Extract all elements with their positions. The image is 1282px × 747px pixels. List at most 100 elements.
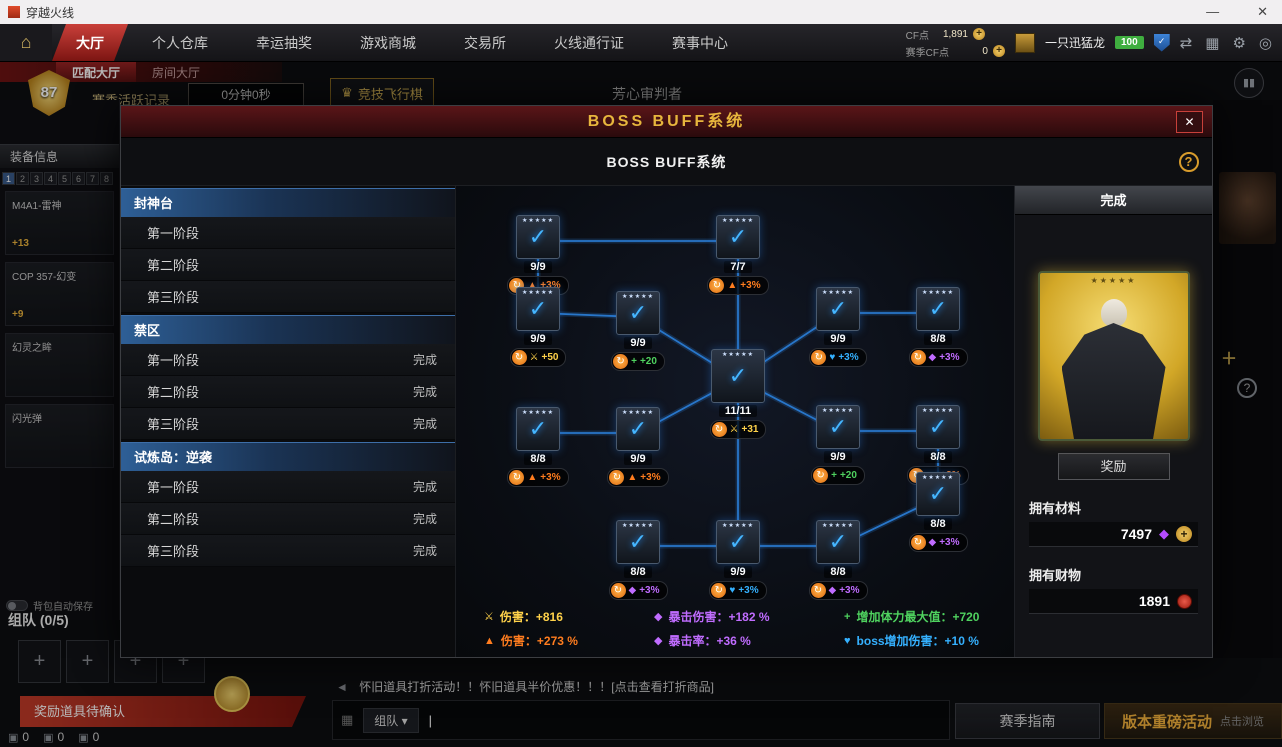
node-stars-icon: ★★★★★ (622, 410, 654, 416)
skill-node[interactable]: ★★★★★✓8/8↻◆+3% (906, 472, 970, 552)
modal-body: 封神台第一阶段第二阶段第三阶段禁区第一阶段完成第二阶段完成第三阶段完成试炼岛：逆… (121, 186, 1212, 657)
add-materials-button[interactable]: + (1176, 526, 1192, 542)
refresh-icon[interactable]: ↻ (711, 583, 727, 598)
nav-item[interactable]: 大厅 (52, 24, 128, 61)
nav-item[interactable]: 交易所 (464, 34, 506, 51)
skill-node[interactable]: ★★★★★✓8/8↻◆+3% (906, 287, 970, 367)
node-progress: 9/9 (524, 261, 552, 273)
refresh-icon[interactable]: ↻ (709, 278, 725, 293)
nav-item[interactable]: 幸运抽奖 (256, 34, 312, 51)
refresh-icon[interactable]: ↻ (813, 468, 829, 483)
pending-reward-banner[interactable]: 奖励道具待确认 (20, 696, 306, 727)
stage-row[interactable]: 第三阶段完成 (121, 408, 455, 440)
nav-item[interactable]: 游戏商城 (360, 34, 416, 51)
skill-node[interactable]: ★★★★★✓9/9↻++20 (606, 291, 670, 371)
skill-node[interactable]: ★★★★★✓11/11↻⚔+31 (706, 349, 770, 439)
refresh-icon[interactable]: ↻ (810, 583, 826, 598)
bag-autosave-label: 背包自动保存 (33, 602, 93, 613)
nav-item[interactable]: 个人仓库 (152, 34, 208, 51)
chat-channel-label: 组队 (374, 713, 399, 728)
skill-node[interactable]: ★★★★★✓7/7↻▲+3% (706, 215, 770, 295)
equipment-tab[interactable]: 2 (16, 172, 29, 185)
chat-grid-icon[interactable]: ▦ (341, 712, 354, 727)
node-stars-icon: ★★★★★ (722, 352, 754, 358)
refresh-icon[interactable]: ↻ (613, 354, 629, 369)
boss-card[interactable]: ★★★★★ (1037, 271, 1190, 441)
chat-channel-select[interactable]: 组队 ▾ (363, 707, 419, 733)
refresh-icon[interactable]: ↻ (609, 470, 625, 485)
refresh-icon[interactable]: ↻ (509, 470, 525, 485)
switch-account-icon[interactable]: ⇄ (1179, 34, 1193, 52)
close-window-button[interactable]: ✕ (1257, 4, 1268, 19)
skill-node[interactable]: ★★★★★✓9/9↻▲+3% (506, 215, 570, 295)
nav-item[interactable]: 赛事中心 (672, 34, 728, 51)
equipment-tab[interactable]: 6 (72, 172, 85, 185)
stage-row[interactable]: 第二阶段完成 (121, 376, 455, 408)
nav-item[interactable]: 火线通行证 (554, 34, 624, 51)
version-event-button[interactable]: 版本重磅活动 点击浏览 (1104, 703, 1282, 739)
add-season-cf-button[interactable]: + (992, 45, 1005, 57)
node-stars-icon: ★★★★★ (522, 290, 554, 296)
power-icon[interactable]: ◎ (1258, 34, 1272, 52)
equipment-tab[interactable]: 4 (44, 172, 57, 185)
add-icon[interactable]: ＋ (1221, 351, 1238, 368)
help-circle-icon[interactable]: ? (1237, 378, 1257, 398)
equipment-badge: +9 (12, 309, 24, 320)
equipment-item[interactable]: 闪光弹 (5, 404, 114, 468)
node-progress: 8/8 (924, 518, 952, 530)
lobby-tab[interactable]: 匹配大厅 (56, 62, 137, 82)
refresh-icon[interactable]: ↻ (910, 535, 926, 550)
refresh-icon[interactable]: ↻ (511, 350, 527, 365)
equipment-tab[interactable]: 8 (100, 172, 113, 185)
team-slot-add-button[interactable]: + (18, 640, 61, 683)
settings-gear-icon[interactable]: ⚙ (1232, 34, 1246, 52)
apps-grid-icon[interactable]: ▦ (1205, 34, 1220, 52)
reward-character-icon[interactable] (214, 676, 250, 712)
stage-row[interactable]: 第二阶段完成 (121, 503, 455, 535)
equipment-tab[interactable]: 5 (58, 172, 71, 185)
refresh-icon[interactable]: ↻ (811, 350, 827, 365)
lobby-tab[interactable]: 房间大厅 (152, 65, 201, 80)
node-progress: 8/8 (524, 453, 552, 465)
skill-node[interactable]: ★★★★★✓9/9↻⚔+50 (506, 287, 570, 367)
skill-node[interactable]: ★★★★★✓9/9↻♥+3% (806, 287, 870, 367)
skill-node[interactable]: ★★★★★✓8/8↻▲+3% (506, 407, 570, 487)
checkmark-icon: ✓ (828, 414, 848, 439)
counter-icon[interactable]: ▣ (43, 731, 54, 744)
season-guide-button[interactable]: 赛季指南 (955, 703, 1100, 739)
stage-row[interactable]: 第一阶段 (121, 217, 455, 249)
help-icon[interactable]: ? (1179, 152, 1199, 172)
stage-row[interactable]: 第一阶段完成 (121, 344, 455, 376)
team-slot-add-button[interactable]: + (66, 640, 109, 683)
chess-event-button[interactable]: ♛ 竞技飞行棋 (330, 78, 434, 108)
refresh-icon[interactable]: ↻ (711, 422, 727, 437)
home-icon[interactable]: ⌂ (0, 24, 52, 61)
equipment-item[interactable]: COP 357-幻变+9 (5, 262, 114, 326)
counter-icon[interactable]: ▣ (8, 731, 19, 744)
reward-button[interactable]: 奖励 (1057, 453, 1170, 480)
stage-row[interactable]: 第三阶段 (121, 281, 455, 313)
chat-input[interactable]: | (428, 712, 433, 728)
equipment-tab[interactable]: 3 (30, 172, 43, 185)
avatar[interactable] (1014, 32, 1035, 53)
skill-node[interactable]: ★★★★★✓8/8↻◆+3% (606, 520, 670, 600)
equipment-item[interactable]: M4A1-雷神+13 (5, 191, 114, 255)
counter-icon[interactable]: ▣ (78, 731, 89, 744)
stage-row[interactable]: 第二阶段 (121, 249, 455, 281)
close-icon[interactable]: ✕ (1176, 111, 1203, 133)
skill-node[interactable]: ★★★★★✓9/9↻♥+3% (706, 520, 770, 600)
stage-row[interactable]: 第一阶段完成 (121, 471, 455, 503)
stats-icon[interactable]: ▮▮ (1234, 68, 1264, 98)
equipment-tab[interactable]: 1 (2, 172, 15, 185)
add-cf-points-button[interactable]: + (972, 28, 985, 40)
skill-node[interactable]: ★★★★★✓8/8↻◆+3% (806, 520, 870, 600)
refresh-icon[interactable]: ↻ (610, 583, 626, 598)
stage-row[interactable]: 第三阶段完成 (121, 535, 455, 567)
skill-node[interactable]: ★★★★★✓9/9↻++20 (806, 405, 870, 485)
equipment-item[interactable]: 幻灵之眸 (5, 333, 114, 397)
refresh-icon[interactable]: ↻ (910, 350, 926, 365)
bag-autosave-toggle[interactable]: 背包自动保存 (6, 598, 93, 613)
skill-node[interactable]: ★★★★★✓9/9↻▲+3% (606, 407, 670, 487)
equipment-tab[interactable]: 7 (86, 172, 99, 185)
minimize-button[interactable]: — (1206, 4, 1220, 19)
